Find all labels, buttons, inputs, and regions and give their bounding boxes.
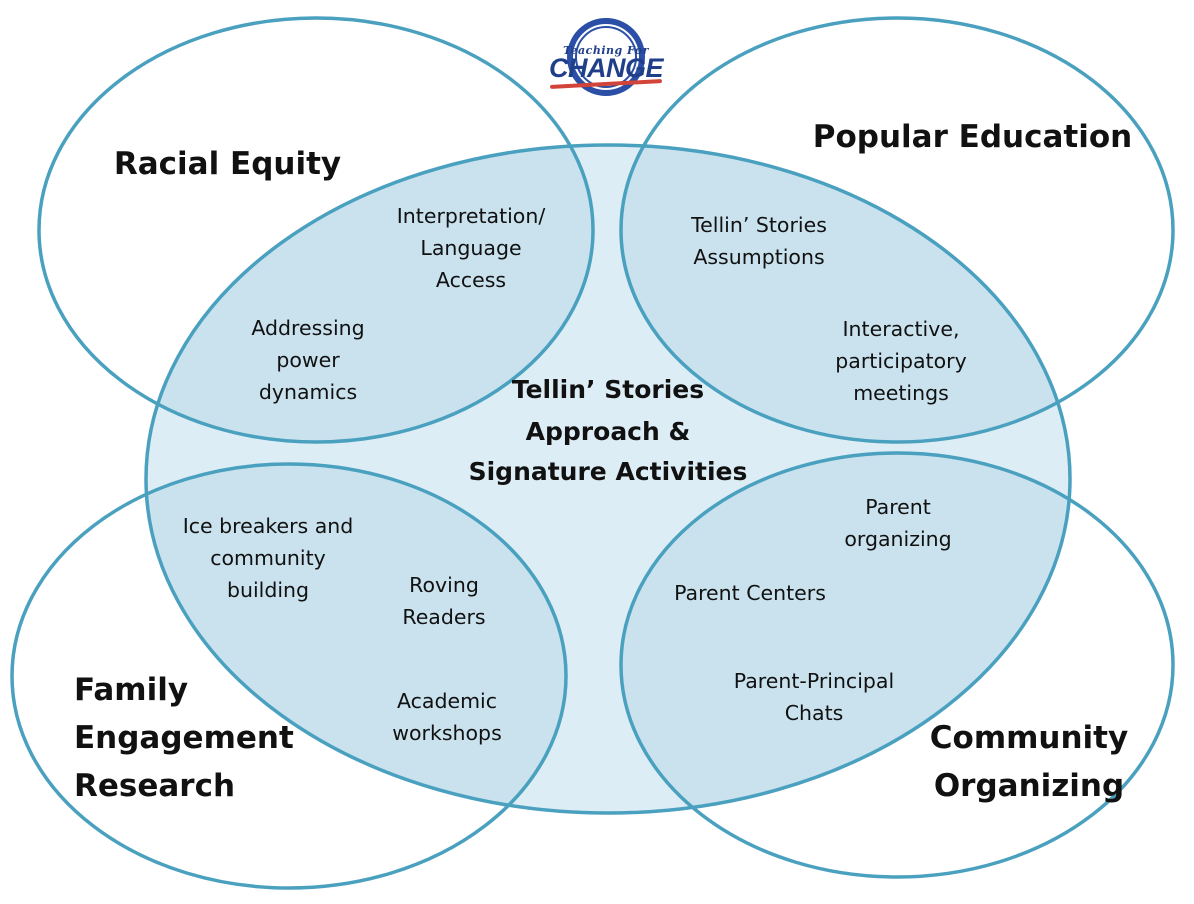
logo-line1: Teaching For (563, 44, 649, 57)
logo-line2: CHANGE (548, 53, 664, 83)
circle-tellin-stories-approach (144, 143, 1072, 815)
item-roving-readers: Roving Readers (402, 573, 486, 629)
label-racial-equity: Racial Equity (113, 146, 342, 182)
center-label-line1: Tellin’ Stories (511, 375, 705, 404)
item-interpretation-language-access: Interpretation/ Language Access (396, 204, 546, 292)
item-academic-workshops: Academic workshops (392, 689, 502, 745)
label-family-engagement-research: Family Engagement Research (74, 672, 294, 804)
item-interactive-participatory-meetings: Interactive, participatory meetings (835, 317, 967, 405)
item-parent-centers: Parent Centers (674, 581, 826, 605)
circle-popular-education (619, 16, 1175, 444)
item-parent-principal-chats: Parent-Principal Chats (733, 669, 895, 725)
label-popular-education: Popular Education (812, 119, 1133, 155)
center-label-line2: Approach & (525, 417, 691, 446)
circle-racial-equity (37, 16, 595, 444)
center-label-line3: Signature Activities (468, 457, 748, 486)
item-ice-breakers-community-building: Ice breakers and community building (182, 514, 354, 602)
label-community-organizing: Community Organizing (929, 720, 1129, 804)
item-parent-organizing: Parent organizing (844, 495, 952, 551)
circle-community-organizing (619, 451, 1175, 879)
teaching-for-change-logo: Teaching For CHANGE (540, 18, 672, 106)
circle-family-engagement-research (10, 462, 568, 890)
item-tellin-stories-assumptions: Tellin’ Stories Assumptions (691, 213, 827, 269)
item-addressing-power-dynamics: Addressing power dynamics (251, 316, 365, 404)
logo-ring-inner (575, 26, 637, 88)
